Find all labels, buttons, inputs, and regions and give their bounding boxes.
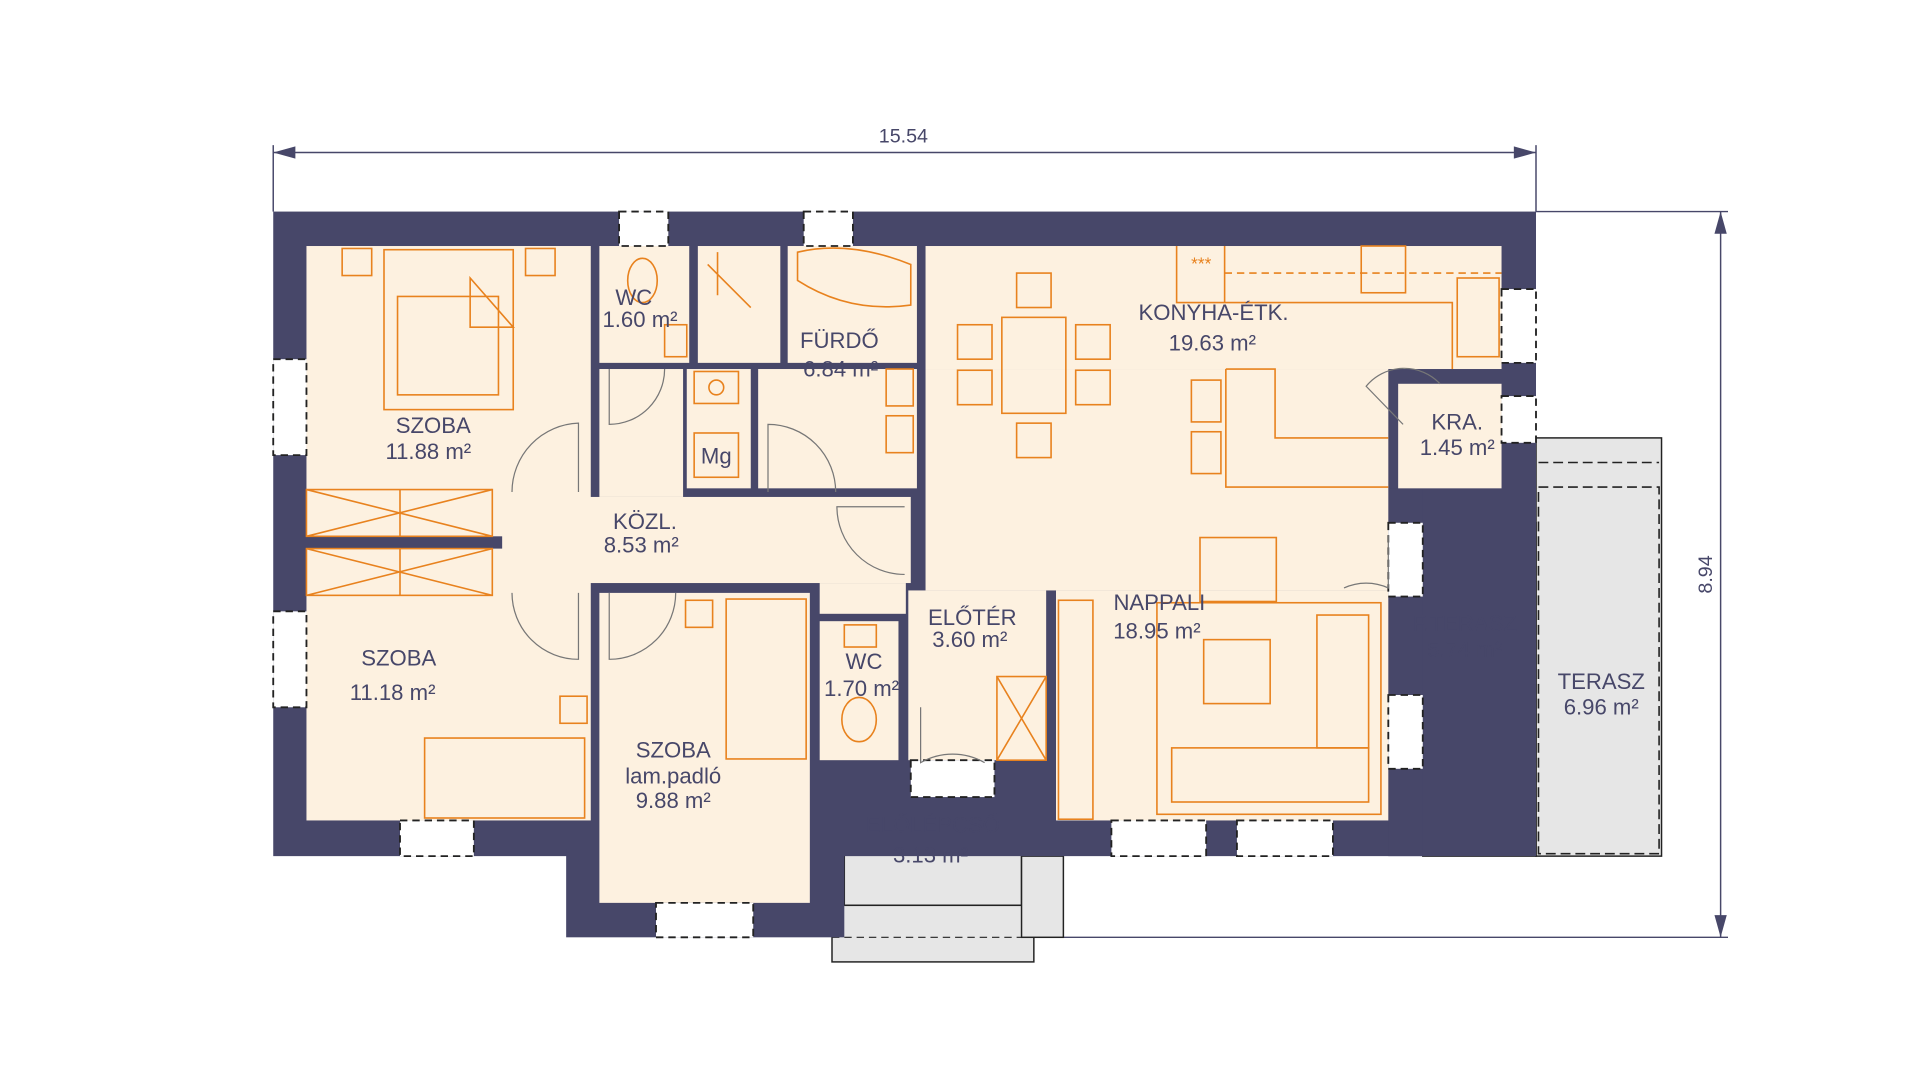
dimension-depth: 8.94 [1058,210,1728,939]
terasz-area [1535,437,1663,857]
room-labels: SZOBA 11.88 m² WC 1.60 m² FÜRDŐ 6.84 m² … [350,285,1645,867]
szoba1-area: 11.88 m² [385,439,471,464]
width-label: 15.54 [879,126,928,148]
single-bed-2 [725,598,807,760]
stove [1360,245,1407,294]
sofa [1170,747,1370,803]
szoba3-area: 9.88 m² [636,788,711,813]
szoba2-name: SZOBA [361,645,436,670]
terasz-area: 6.96 m² [1564,695,1639,720]
fridge-symbol: *** [1191,253,1211,273]
furniture: *** [305,245,1502,821]
wc2-area: 1.70 m² [824,676,899,701]
kra-area: 1.45 m² [1420,435,1495,460]
szoba3-name: SZOBA [636,738,711,763]
front-steps [831,904,1035,963]
kozl-area: 8.53 m² [604,532,679,557]
fterasz-area: 5.74 m² [1427,637,1502,662]
wc1-area: 1.60 m² [602,307,677,332]
windows [272,210,1537,939]
szoba1-name: SZOBA [396,413,471,438]
coffee-table [1202,638,1271,705]
toilet-2 [841,696,878,743]
depth-label: 8.94 [1695,555,1717,593]
single-bed [423,737,586,819]
eloter-area: 3.60 m² [932,627,1007,652]
mg-name: Mg [701,444,732,469]
kra-name: KRA. [1431,409,1483,434]
bathtub [796,247,912,308]
wc1-name: WC [615,285,652,310]
szoba3-floor: lam.padló [625,764,721,789]
boiler [693,432,740,479]
konyha-name: KONYHA-ÉTK. [1139,300,1289,325]
nappali-name: NAPPALI [1113,590,1205,615]
doors [511,367,1441,764]
furdo-area: 6.84 m² [803,356,878,381]
kozl-name: KÖZL. [613,509,677,534]
dimension-width: 15.54 [272,126,1537,212]
double-bed [383,248,515,411]
elolepcso-name: ELŐLÉPCSŐ [866,813,1000,838]
szoba2-area: 11.18 m² [350,680,436,705]
fterasz-name: F.TERASZ [1412,611,1517,636]
terasz-name: TERASZ [1558,669,1645,694]
wc2-name: WC [846,649,883,674]
rooms [306,246,1502,903]
konyha-area: 19.63 m² [1169,331,1256,356]
elolepcso-area: 3.13 m² [893,842,968,867]
sink [1456,277,1500,358]
furdo-name: FÜRDŐ [800,328,879,353]
dining-table [1001,316,1067,415]
kitchen-island [1225,368,1389,488]
nappali-area: 18.95 m² [1113,618,1200,643]
toilet [626,257,659,304]
eloter-name: ELŐTÉR [928,605,1017,630]
